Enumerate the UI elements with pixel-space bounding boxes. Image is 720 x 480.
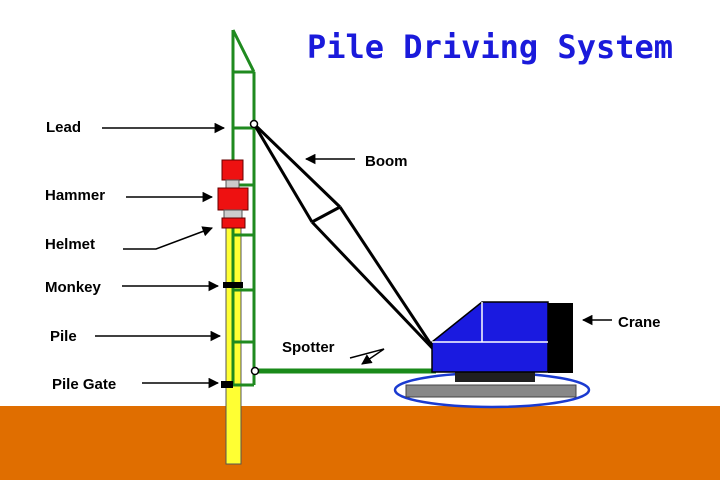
leader-arrows — [95, 122, 612, 389]
label-lead: Lead — [46, 119, 81, 136]
spotter-pin — [250, 366, 260, 376]
crane-base — [455, 371, 535, 382]
boom-pin — [249, 119, 259, 129]
label-pile-gate: Pile Gate — [52, 376, 116, 393]
pile-gate — [221, 381, 233, 388]
label-pile: Pile — [50, 328, 77, 345]
label-monkey: Monkey — [45, 279, 102, 296]
label-spotter: Spotter — [282, 339, 335, 356]
helmet — [221, 217, 246, 229]
arrow-helmet — [123, 226, 213, 250]
crane-track — [405, 384, 577, 398]
label-crane: Crane — [618, 314, 661, 331]
label-hammer: Hammer — [45, 187, 105, 204]
ground — [0, 406, 720, 480]
crane — [393, 301, 591, 409]
hammer — [217, 159, 249, 219]
arrow-spotter — [349, 348, 385, 365]
label-boom: Boom — [365, 153, 408, 170]
label-helmet: Helmet — [45, 236, 95, 253]
boom — [252, 122, 438, 354]
diagram-title: Pile Driving System — [307, 28, 673, 66]
crane-body — [431, 301, 549, 373]
crane-counterweight — [548, 303, 573, 373]
monkey — [223, 282, 243, 288]
